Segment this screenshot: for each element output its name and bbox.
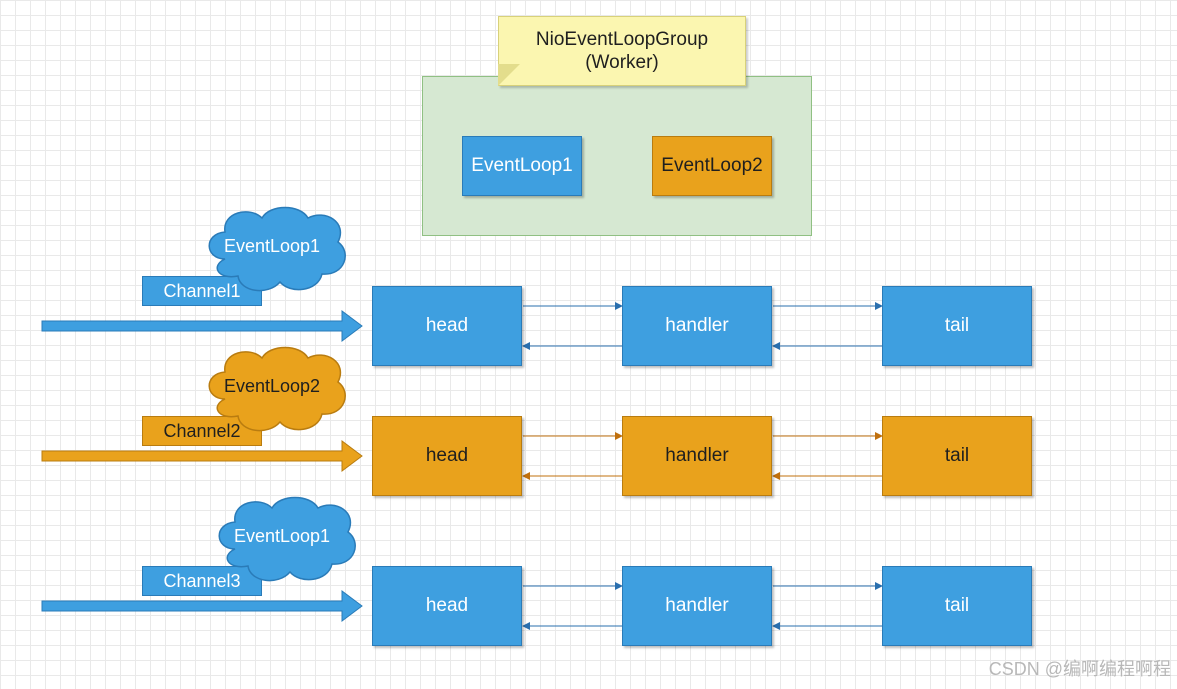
row3-tail-node: tail <box>882 566 1032 646</box>
event-loop-group-note: NioEventLoopGroup (Worker) <box>498 16 746 86</box>
group-eventloop2-box: EventLoop2 <box>652 136 772 196</box>
channel2-input-arrow <box>41 440 363 472</box>
row1-eventloop-label: EventLoop1 <box>223 236 321 256</box>
row3-eventloop-cloud <box>218 496 356 582</box>
row2-head-node: head <box>372 416 522 496</box>
row2-eventloop-cloud <box>208 346 346 432</box>
group-title: NioEventLoopGroup <box>535 29 709 50</box>
watermark: CSDN @编啊编程啊程 <box>988 659 1171 679</box>
row3-handler-node: handler <box>622 566 772 646</box>
row1-handler-node: handler <box>622 286 772 366</box>
group-eventloop1-box: EventLoop1 <box>462 136 582 196</box>
channel3-label: Channel3 <box>142 566 262 596</box>
row3-head-node: head <box>372 566 522 646</box>
group-subtitle: (Worker) <box>585 52 659 73</box>
row1-tail-node: tail <box>882 286 1032 366</box>
row1-eventloop-cloud <box>208 206 346 292</box>
note-fold <box>498 64 520 86</box>
row2-eventloop-label: EventLoop2 <box>223 376 321 396</box>
channel1-input-arrow <box>41 310 363 342</box>
row3-eventloop-label: EventLoop1 <box>233 526 331 546</box>
channel3-input-arrow <box>41 590 363 622</box>
channel1-label: Channel1 <box>142 276 262 306</box>
row2-handler-node: handler <box>622 416 772 496</box>
row1-head-node: head <box>372 286 522 366</box>
row2-tail-node: tail <box>882 416 1032 496</box>
